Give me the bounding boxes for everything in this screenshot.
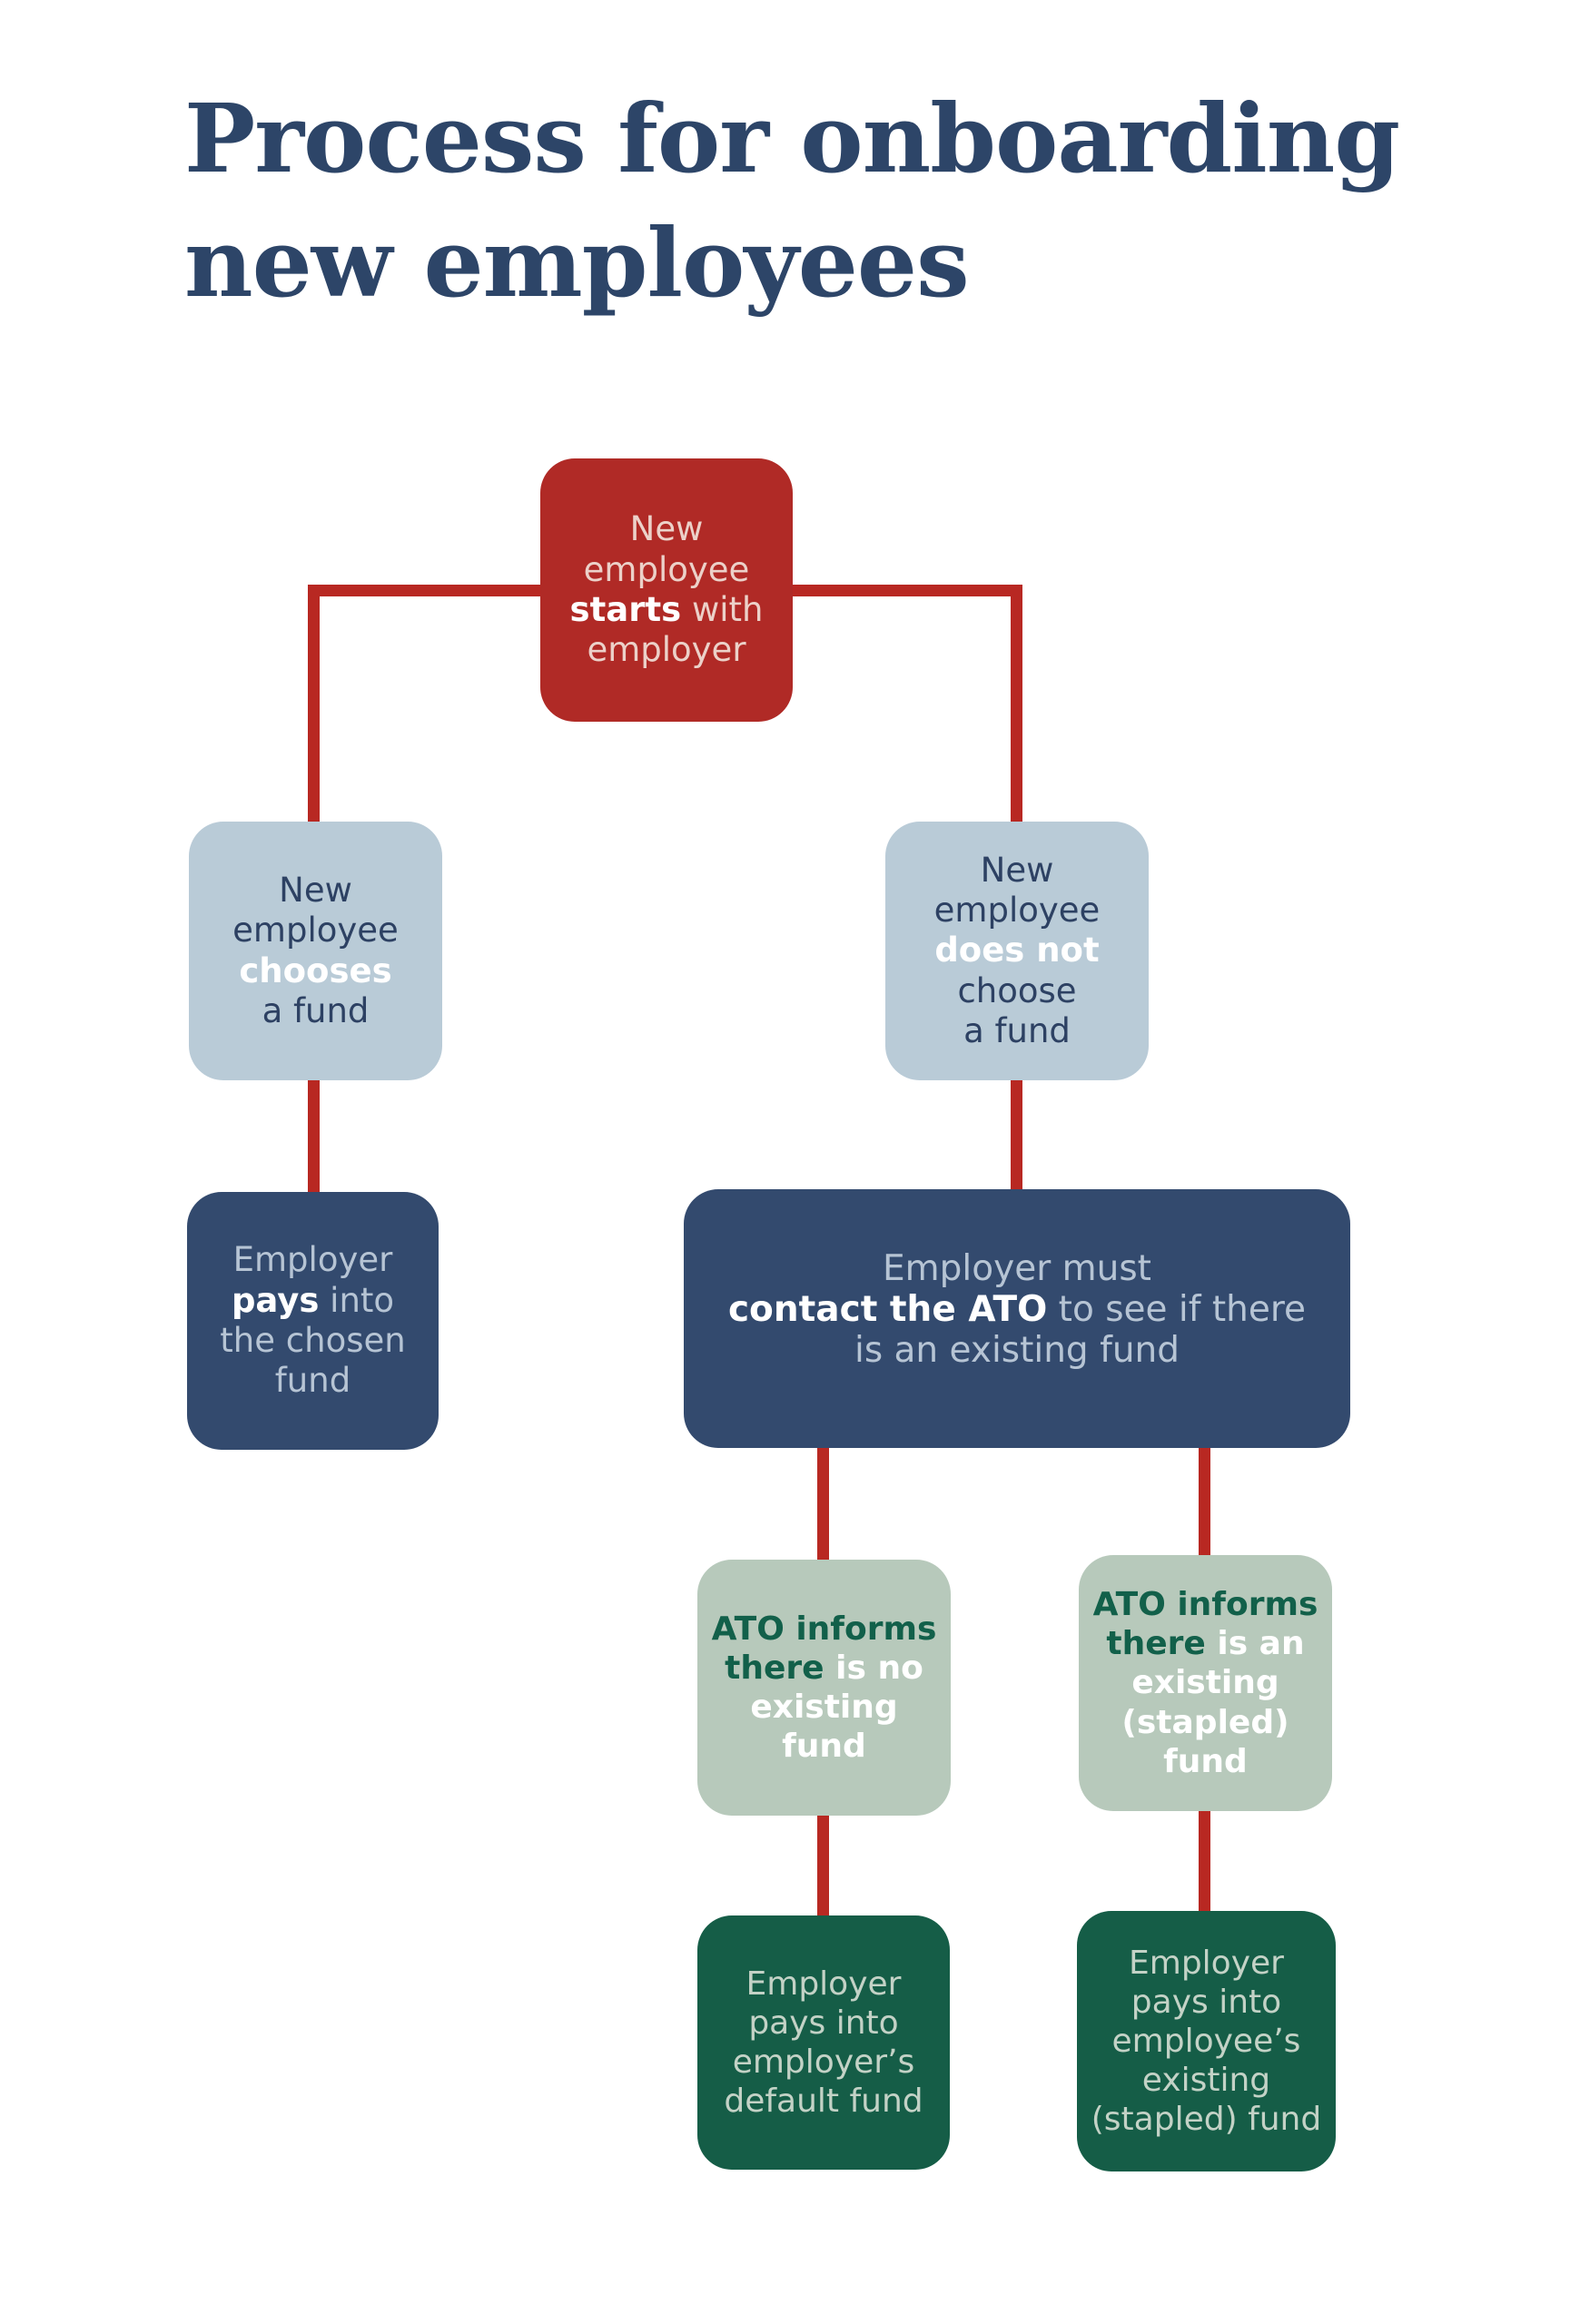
node-text: Employer must contact the ATO to see if …: [727, 1248, 1307, 1388]
text-segment: with employer: [587, 590, 764, 670]
page-title: Process for onboarding new employees: [184, 83, 1400, 320]
node-ato-no-existing-fund: ATO informs there is no existing fund: [697, 1560, 951, 1816]
node-ato-existing-stapled-fund: ATO informs there is an existing (staple…: [1079, 1555, 1332, 1811]
text-segment: Employer: [232, 1240, 393, 1280]
node-text: New employee starts with employer: [570, 509, 764, 671]
connector-stapled-to-existing: [1199, 1811, 1210, 1911]
connector-ato-to-no-fund: [817, 1448, 829, 1560]
text-segment: to see if there is an existing fund: [854, 1289, 1307, 1371]
node-text: ATO informs there is no existing fund: [712, 1610, 937, 1767]
text-segment: New employee: [232, 870, 399, 950]
connector-right-branch-down: [1011, 585, 1022, 822]
text-segment-emphasis: does not: [934, 931, 1100, 970]
connector-ato-to-stapled-fund: [1199, 1448, 1210, 1555]
node-employee-does-not-choose-fund: New employee does not choose a fund: [885, 822, 1149, 1080]
text-segment-emphasis: chooses: [239, 950, 392, 990]
node-text: Employer pays into the chosen fund: [220, 1240, 405, 1402]
text-segment-emphasis: contact the ATO: [727, 1289, 1048, 1331]
node-pays-employer-default-fund: Employer pays into employer’s default fu…: [697, 1915, 950, 2170]
node-text: Employer pays into employee’s existing (…: [1091, 1944, 1321, 2140]
connector-chooses-to-pays: [308, 1080, 320, 1192]
text-segment: ATO informs there: [711, 1610, 937, 1687]
text-segment: New employee: [583, 509, 750, 589]
node-employer-pays-chosen-fund: Employer pays into the chosen fund: [187, 1192, 439, 1450]
connector-left-branch-down: [308, 585, 320, 822]
text-segment-emphasis: pays: [231, 1280, 320, 1320]
text-segment-emphasis: is an existing (stapled) fund: [1121, 1625, 1305, 1780]
text-segment: into the chosen fund: [220, 1280, 406, 1401]
node-text: Employer pays into employer’s default fu…: [724, 1965, 923, 2122]
text-segment: Employer pays into employer’s default fu…: [724, 1965, 923, 2121]
node-employee-chooses-fund: New employee chooses a fund: [189, 822, 442, 1080]
text-segment: Employer must: [883, 1248, 1151, 1290]
node-text: New employee chooses a fund: [232, 871, 399, 1032]
text-segment: Employer pays into employee’s existing (…: [1091, 1944, 1322, 2139]
text-segment-emphasis: starts: [569, 590, 682, 629]
connector-nochoice-to-ato: [1011, 1080, 1022, 1189]
node-text: New employee does not choose a fund: [934, 851, 1101, 1052]
node-pays-employee-stapled-fund: Employer pays into employee’s existing (…: [1077, 1911, 1336, 2171]
node-employer-contacts-ato: Employer must contact the ATO to see if …: [684, 1189, 1350, 1448]
text-segment: ATO informs there: [1092, 1586, 1318, 1663]
text-segment: New employee: [933, 850, 1101, 930]
text-segment: choose a fund: [957, 970, 1077, 1051]
text-segment: a fund: [262, 990, 370, 1030]
node-new-employee-starts: New employee starts with employer: [540, 458, 793, 722]
connector-no-fund-to-default: [817, 1816, 829, 1915]
node-text: ATO informs there is an existing (staple…: [1091, 1585, 1319, 1781]
text-segment-emphasis: is no existing fund: [750, 1649, 923, 1766]
